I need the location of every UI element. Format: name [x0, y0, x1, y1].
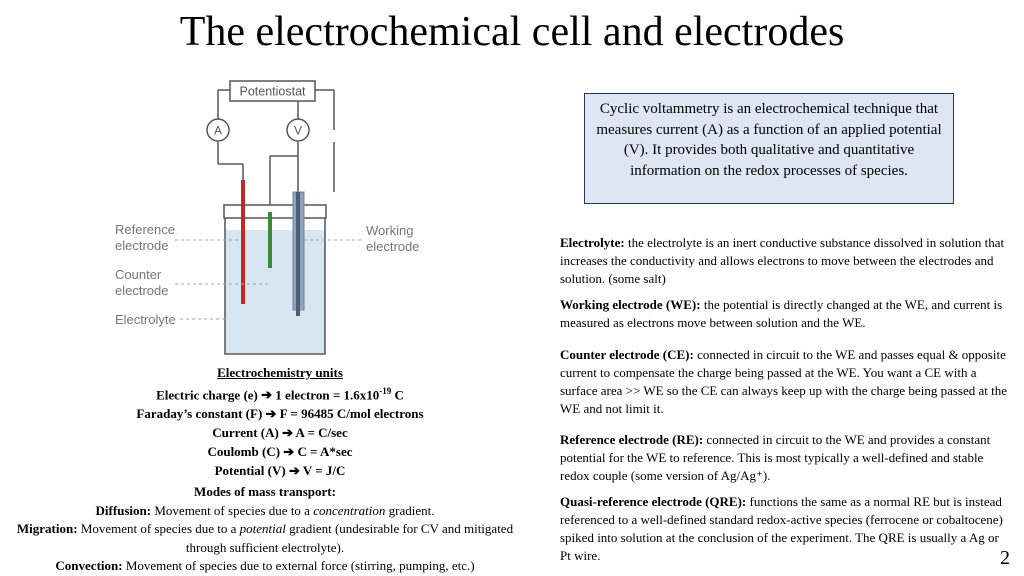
arrow-icon: ➔	[283, 444, 295, 460]
arrow-icon: ➔	[261, 387, 273, 403]
potentiostat-circuit	[217, 89, 335, 212]
electrolyte-label: Electrolyte	[115, 312, 176, 327]
definition-term: Electrolyte:	[560, 235, 625, 250]
electrochemical-cell-diagram: Potentiostat A V Referenc	[105, 76, 445, 356]
definition-quasi-reference-electrode: Quasi-reference electrode (QRE): functio…	[560, 493, 1012, 565]
arrow-icon: ➔	[265, 406, 277, 422]
counter-electrode-label: Counter	[115, 267, 162, 282]
unit-charge: Electric charge (e) ➔ 1 electron = 1.6x1…	[156, 386, 404, 403]
definition-text: connected in circuit to the WE and provi…	[560, 432, 991, 483]
units-heading: Electrochemistry units	[217, 365, 343, 380]
potentiostat-label: Potentiostat	[239, 85, 306, 99]
reference-electrode-label-2: electrode	[115, 238, 168, 253]
definition-reference-electrode: Reference electrode (RE): connected in c…	[560, 431, 1012, 485]
leader-lines	[175, 239, 363, 320]
working-electrode-label-2: electrode	[366, 239, 419, 254]
definition-term: Working electrode (WE):	[560, 297, 701, 312]
unit-current: Current (A) ➔ A = C/sec	[212, 425, 348, 441]
cyclic-voltammetry-description: Cyclic voltammetry is an electrochemical…	[584, 93, 954, 204]
mass-transport-convection: Convection: Movement of species due to e…	[55, 558, 475, 573]
page-number: 2	[1000, 547, 1010, 569]
definition-electrolyte: Electrolyte: the electrolyte is an inert…	[560, 234, 1012, 288]
definition-text: functions the same as a normal RE but is…	[560, 494, 1003, 563]
definition-working-electrode: Working electrode (WE): the potential is…	[560, 296, 1012, 332]
arrow-icon: ➔	[282, 425, 293, 441]
mass-transport-migration: Migration: Movement of species due to a …	[16, 521, 514, 555]
definition-term: Reference electrode (RE):	[560, 432, 704, 447]
mass-transport-diffusion: Diffusion: Movement of species due to a …	[95, 502, 435, 518]
definition-counter-electrode: Counter electrode (CE): connected in cir…	[560, 346, 1012, 418]
mass-transport-modes: Modes of mass transport: Diffusion: Move…	[5, 483, 525, 576]
definition-term: Counter electrode (CE):	[560, 347, 694, 362]
reference-electrode-label: Reference	[115, 222, 175, 237]
cell-lid	[223, 204, 327, 219]
counter-electrode-label-2: electrode	[115, 283, 168, 298]
unit-potential: Potential (V) ➔ V = J/C	[214, 463, 346, 479]
ammeter-icon: A	[206, 118, 230, 142]
definition-text: connected in circuit to the WE and passe…	[560, 347, 1007, 416]
definition-text: the electrolyte is an inert conductive s…	[560, 235, 1005, 286]
svg-text:A: A	[214, 124, 222, 138]
definition-text: the potential is directly changed at the…	[560, 297, 1003, 330]
unit-coulomb: Coulomb (C) ➔ C = A*sec	[207, 444, 353, 460]
beaker	[223, 204, 327, 355]
potentiostat-box: Potentiostat	[229, 80, 316, 102]
electrolyte-solution	[225, 230, 325, 353]
counter-electrode	[268, 212, 272, 268]
mass-transport-heading: Modes of mass transport:	[194, 484, 336, 499]
page-title: The electrochemical cell and electrodes	[179, 9, 845, 55]
svg-text:V: V	[294, 124, 302, 138]
arrow-icon: ➔	[288, 463, 300, 479]
voltmeter-icon: V	[286, 118, 310, 142]
reference-electrode	[241, 180, 245, 304]
working-electrode-label: Working	[366, 223, 413, 238]
unit-faraday: Faraday’s constant (F) ➔ F = 96485 C/mol…	[136, 406, 424, 422]
working-electrode-wire	[296, 192, 300, 316]
definition-term: Quasi-reference electrode (QRE):	[560, 494, 747, 509]
electrochemistry-units: Electrochemistry units Electric charge (…	[110, 363, 450, 480]
